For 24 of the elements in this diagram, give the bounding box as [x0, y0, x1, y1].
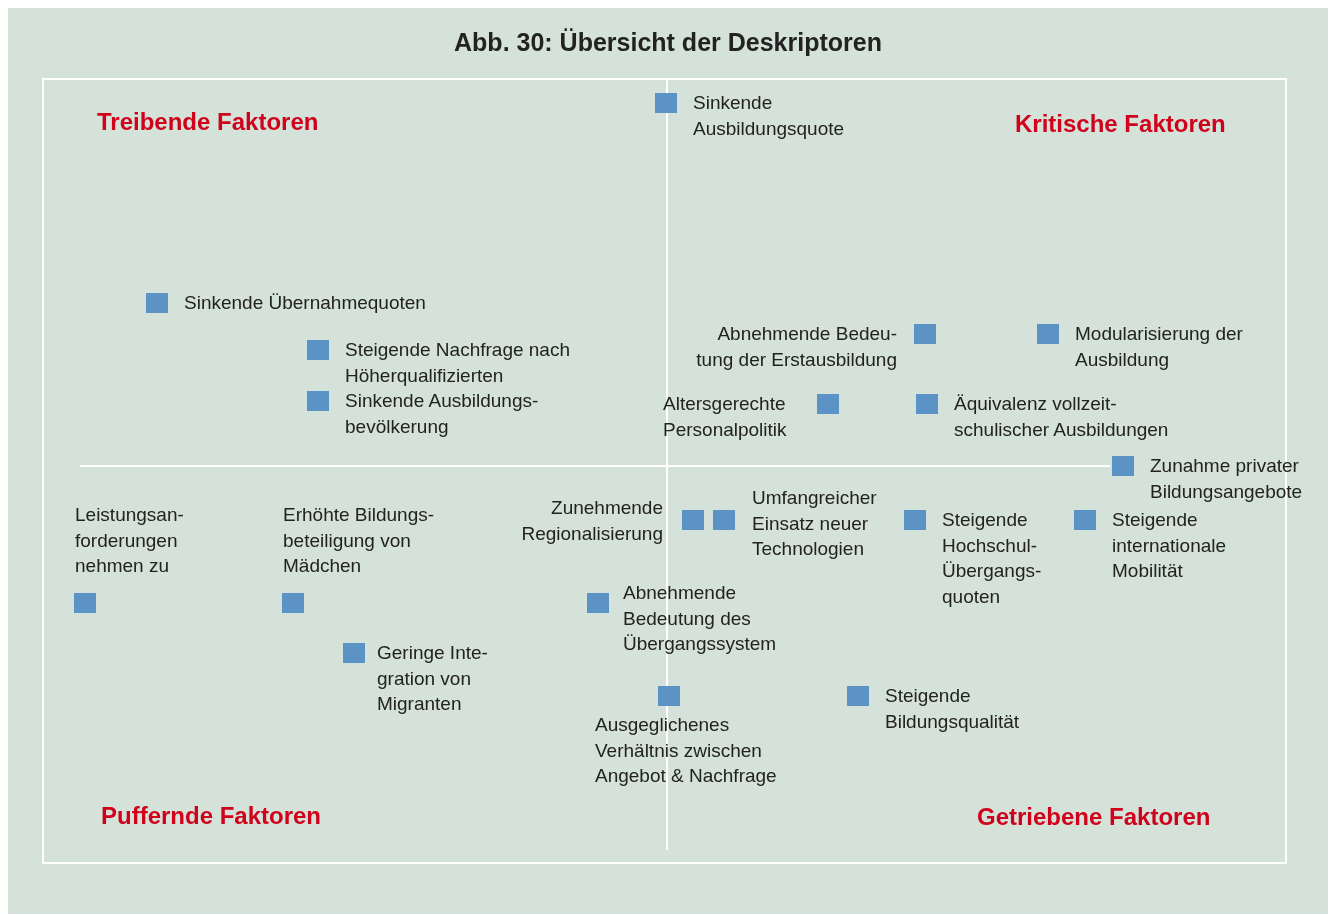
descriptor-label: Sinkende Übernahmequoten: [184, 291, 426, 315]
descriptor-label: Geringe Inte- gration von Migranten: [377, 641, 488, 716]
descriptor-label: Steigende Hochschul- Übergangs- quoten: [942, 508, 1042, 609]
descriptor-label: Sinkende Ausbildungs- bevölkerung: [345, 389, 539, 439]
quadrant-label: Kritische Faktoren: [1015, 110, 1226, 138]
descriptor-label: Äquivalenz vollzeit- schulischer Ausbildungen: [954, 392, 1169, 442]
descriptor-label: Steigende Nachfrage nach Höherqualifizierten: [345, 338, 570, 388]
descriptor-label: Abnehmende Bedeu- tung der Erstausbildung: [696, 322, 897, 372]
descriptor-label: Zunahme privater Bildungsangebote: [1150, 454, 1303, 504]
descriptor-label: Sinkende Ausbildungsquote: [693, 91, 845, 141]
descriptor-label: Steigende Bildungsqualität: [885, 684, 1020, 734]
title: Abb. 30: Übersicht der Deskriptoren: [453, 28, 883, 57]
quadrant-label: Getriebene Faktoren: [977, 803, 1211, 831]
descriptor-label: Ausgeglichenes Verhältnis zwischen Angebot & Nachfrage: [595, 713, 777, 788]
quadrant-label: Treibende Faktoren: [97, 108, 319, 136]
descriptor-label: Umfangreicher Einsatz neuer Technologien: [752, 486, 877, 561]
descriptor-label: Altersgerechte Personalpolitik: [663, 392, 787, 442]
descriptor-label: Zunehmende Regionalisierung: [521, 496, 663, 546]
descriptor-label: Leistungsan- forderungen nehmen zu: [75, 503, 184, 578]
descriptor-label: Abnehmende Bedeutung des Übergangssystem: [623, 581, 777, 656]
quadrant-label: Puffernde Faktoren: [101, 802, 322, 830]
descriptor-label: Modularisierung der Ausbildung: [1075, 322, 1243, 372]
descriptor-label: Erhöhte Bildungs- beteiligung von Mädchen: [283, 503, 435, 578]
descriptor-label: Steigende internationale Mobilität: [1112, 508, 1227, 583]
